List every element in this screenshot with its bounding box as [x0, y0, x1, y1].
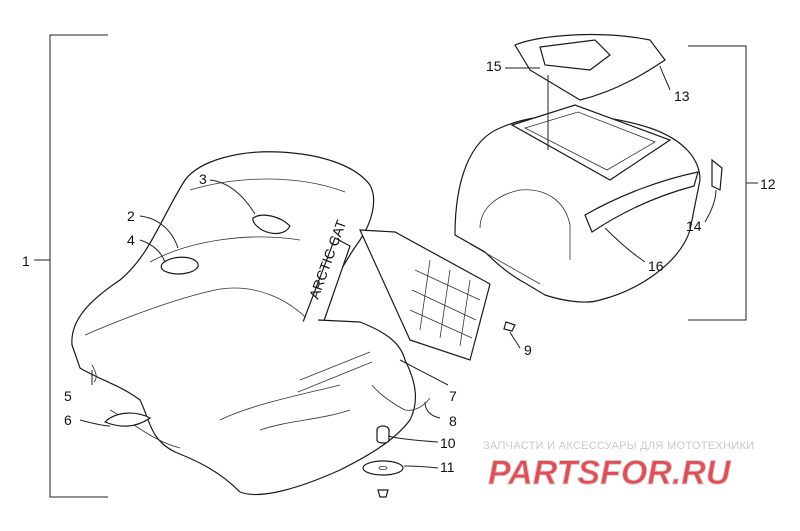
callout-2: 2 [127, 208, 135, 224]
bracket-right [688, 45, 758, 321]
logo-text: PARTSFOR.RU [488, 454, 732, 492]
callout-11: 11 [440, 459, 455, 475]
callout-8: 8 [449, 413, 457, 429]
callout-6: 6 [64, 412, 72, 428]
callout-15: 15 [486, 58, 502, 74]
callout-5: 5 [64, 388, 72, 404]
callout-1: 1 [22, 253, 30, 269]
seat-part: ARCTIC CAT [71, 151, 516, 498]
callout-16: 16 [648, 258, 664, 274]
leader-lines [79, 65, 717, 469]
callout-4: 4 [127, 232, 135, 248]
watermark-caption: ЗАПЧАСТИ И АКСЕССУАРЫ ДЛЯ МОТОТЕХНИКИ [483, 440, 755, 452]
partsfor-logo: PARTSFOR.RU [488, 454, 732, 493]
trunk-part [454, 33, 723, 303]
callout-7: 7 [449, 388, 457, 404]
callout-13: 13 [674, 88, 690, 104]
callout-12: 12 [760, 176, 776, 192]
callout-labels: 1 2 3 4 5 6 7 8 9 10 11 12 13 14 15 16 [22, 58, 776, 475]
callout-14: 14 [686, 218, 702, 234]
callout-9: 9 [524, 342, 532, 358]
callout-10: 10 [440, 435, 456, 451]
callout-3: 3 [199, 171, 207, 187]
bracket-left [34, 34, 108, 498]
